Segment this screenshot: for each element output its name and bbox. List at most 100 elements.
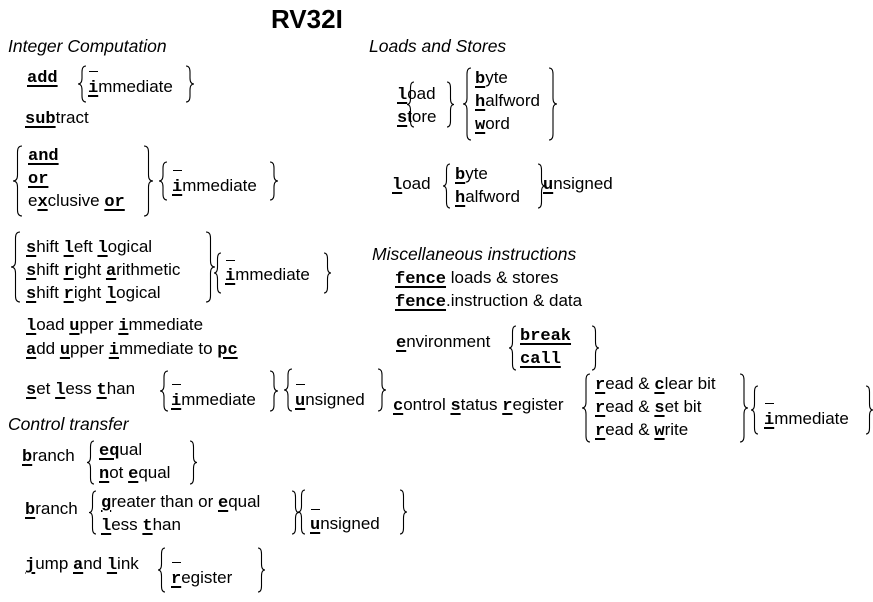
description-text: ontrol <box>403 395 451 414</box>
empty-option-mark <box>311 509 320 511</box>
mnemonic-letters: pc <box>217 341 238 360</box>
description-text: nsigned <box>553 174 613 193</box>
instr-auipc: add upper immediate to pc <box>26 339 238 361</box>
description-text: egister <box>512 395 564 414</box>
instr-and: and <box>28 143 125 166</box>
cond-greater-equal: greater than or equal <box>101 490 260 513</box>
logic-ops-stack: and or exclusive or <box>28 143 125 212</box>
description-text: eft <box>73 237 98 256</box>
mnemonic-letters: h <box>455 189 466 208</box>
cond-not-equal: not equal <box>99 461 170 484</box>
description-text: et <box>36 379 56 398</box>
description-text: alfword <box>465 187 521 206</box>
description-text: pper <box>70 339 109 358</box>
brace-right <box>548 67 558 141</box>
instr-fence-i: fence.instruction & data <box>395 291 582 313</box>
mnemonic-letters: x <box>37 193 48 212</box>
description-text: ight <box>73 283 106 302</box>
mnemonic-letters: c <box>654 376 665 395</box>
mnemonic-letters: or <box>28 170 49 189</box>
description-text: ot <box>109 463 129 482</box>
description-text: qual <box>228 492 261 511</box>
brace-right <box>323 252 332 294</box>
description-text: pper <box>79 315 119 334</box>
brace-left <box>158 161 168 201</box>
brace-left <box>750 385 759 435</box>
empty-option-mark <box>296 384 305 386</box>
description-text: ump <box>35 554 73 573</box>
width-halfword-unsigned: halfword <box>455 185 520 208</box>
brace-right <box>377 368 387 412</box>
env-call: call <box>520 346 571 369</box>
mnemonic-letters: r <box>171 570 182 589</box>
description-text: ogical <box>116 283 161 302</box>
instr-sra: shift right arithmetic <box>26 258 180 281</box>
width-byte-unsigned: byte <box>455 162 520 185</box>
brace-right <box>205 231 216 303</box>
mnemonic-letters: s <box>654 399 665 418</box>
mnemonic-letters: u <box>69 317 80 336</box>
description-text: ord <box>485 114 510 133</box>
mnemonic-letters: c <box>393 397 404 416</box>
mnemonic-letters: i <box>172 178 183 197</box>
description-text: oad <box>402 174 431 193</box>
mnemonic-letters: a <box>105 262 117 281</box>
csr-read-clear: read & clear bit <box>595 372 716 395</box>
brace-left <box>442 163 451 209</box>
mnemonic-letters: i <box>171 392 182 411</box>
brace-left <box>157 547 166 593</box>
mnemonic-letters: b <box>25 501 36 520</box>
instr-csr: control status register <box>393 395 563 417</box>
mnemonic-letters: a <box>73 556 84 575</box>
instr-load-unsigned-base: load <box>392 174 431 196</box>
brace-left <box>213 252 222 294</box>
mnemonic-letters: fence <box>395 293 447 312</box>
instr-store: store <box>397 107 437 129</box>
mnemonic-letters: l <box>105 285 117 304</box>
mnemonic-letters: r <box>595 422 606 441</box>
brace-left <box>283 368 293 412</box>
empty-option-mark <box>226 260 235 262</box>
mnemonic-letters: r <box>63 285 74 304</box>
description-text: ight <box>73 260 106 279</box>
mnemonic-letters: b <box>455 166 466 185</box>
description-text: oad <box>36 315 70 334</box>
description-text: mmediate <box>98 77 173 96</box>
load-unsigned-suffix: unsigned <box>543 174 613 196</box>
mnemonic-letters: add <box>27 69 58 88</box>
env-stack: break call <box>520 323 571 369</box>
load-unsigned-width-stack: byte halfword <box>455 162 520 208</box>
brace-left <box>462 67 472 141</box>
mnemonic-letters: r <box>63 262 74 281</box>
description-text: oad <box>407 84 436 103</box>
brace-right <box>591 325 600 371</box>
mnemonic-letters: u <box>310 516 321 535</box>
mnemonic-letters: s <box>450 397 461 416</box>
cond-equal: equal <box>99 438 170 461</box>
slt-immediate: immediate <box>171 390 256 412</box>
mnemonic-letters: i <box>225 267 236 286</box>
csr-ops-stack: read & clear bit read & set bit read & w… <box>595 372 716 441</box>
logic-immediate: immediate <box>172 176 257 198</box>
brace-left <box>159 370 169 412</box>
width-halfword: halfword <box>475 89 540 112</box>
slt-unsigned: unsigned <box>295 390 365 412</box>
mnemonic-letters: and <box>28 147 59 166</box>
empty-option-mark <box>172 562 181 564</box>
mnemonic-letters: g <box>101 494 112 513</box>
mnemonic-letters: e <box>396 334 407 353</box>
description-text: yte <box>465 164 488 183</box>
brace-right <box>143 145 154 217</box>
mnemonic-letters: w <box>475 116 486 135</box>
instr-xor: exclusive or <box>28 189 125 212</box>
mnemonic-letters: i <box>764 411 775 430</box>
branch-eq-stack: equal not equal <box>99 438 170 484</box>
mnemonic-letters: i <box>118 317 129 336</box>
mnemonic-letters: s <box>26 262 37 281</box>
mnemonic-letters: u <box>543 176 554 195</box>
mnemonic-letters: h <box>475 93 486 112</box>
mnemonic-letters: t <box>142 517 153 536</box>
shift-ops-stack: shift left logical shift right arithmeti… <box>26 235 180 304</box>
brace-right <box>269 370 279 412</box>
section-miscellaneous: Miscellaneous instructions <box>372 244 577 264</box>
